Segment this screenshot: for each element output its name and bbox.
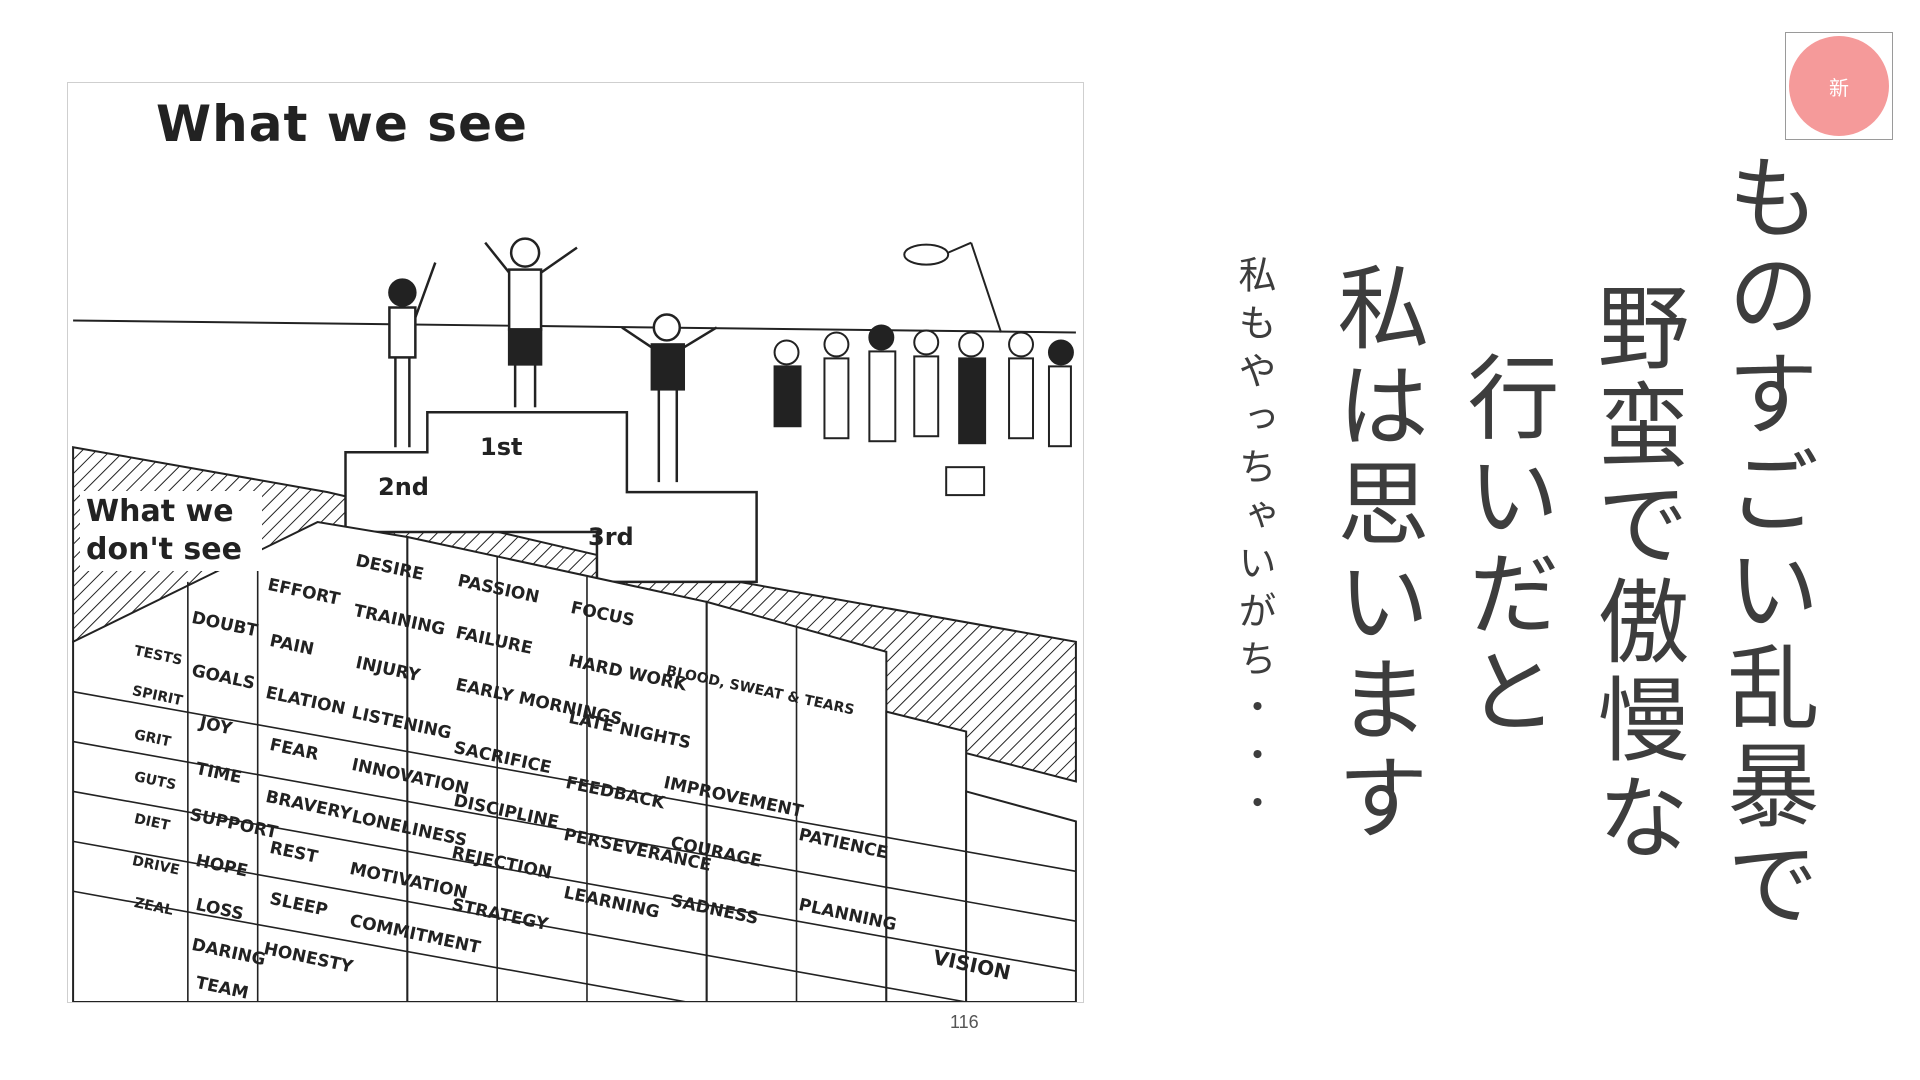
new-badge-label: 新 <box>1789 36 1889 136</box>
podium-second-label: 2nd <box>378 473 429 501</box>
vertical-text-column-3: 行いだと <box>1452 350 1559 742</box>
illustration-drawing <box>72 237 1077 1002</box>
vertical-text-column-1: ものすごい乱暴で <box>1712 150 1819 934</box>
vertical-text-column-5: 私もやっちゃいがち・・・ <box>1232 255 1276 831</box>
vertical-text-column-2: 野蛮で傲慢な <box>1582 280 1689 868</box>
page-number: 116 <box>950 1012 979 1032</box>
caption-what-we-dont-see: What we don't see <box>80 491 262 571</box>
iceberg-success-illustration: What we see What we don't see 2nd 1st 3r… <box>67 82 1084 1004</box>
vertical-text-column-4: 私は思います <box>1322 260 1429 848</box>
podium-third-label: 3rd <box>588 523 634 551</box>
podium-first-label: 1st <box>480 433 523 461</box>
new-badge[interactable]: 新 <box>1785 32 1893 140</box>
caption-what-we-see: What we see <box>156 95 528 153</box>
